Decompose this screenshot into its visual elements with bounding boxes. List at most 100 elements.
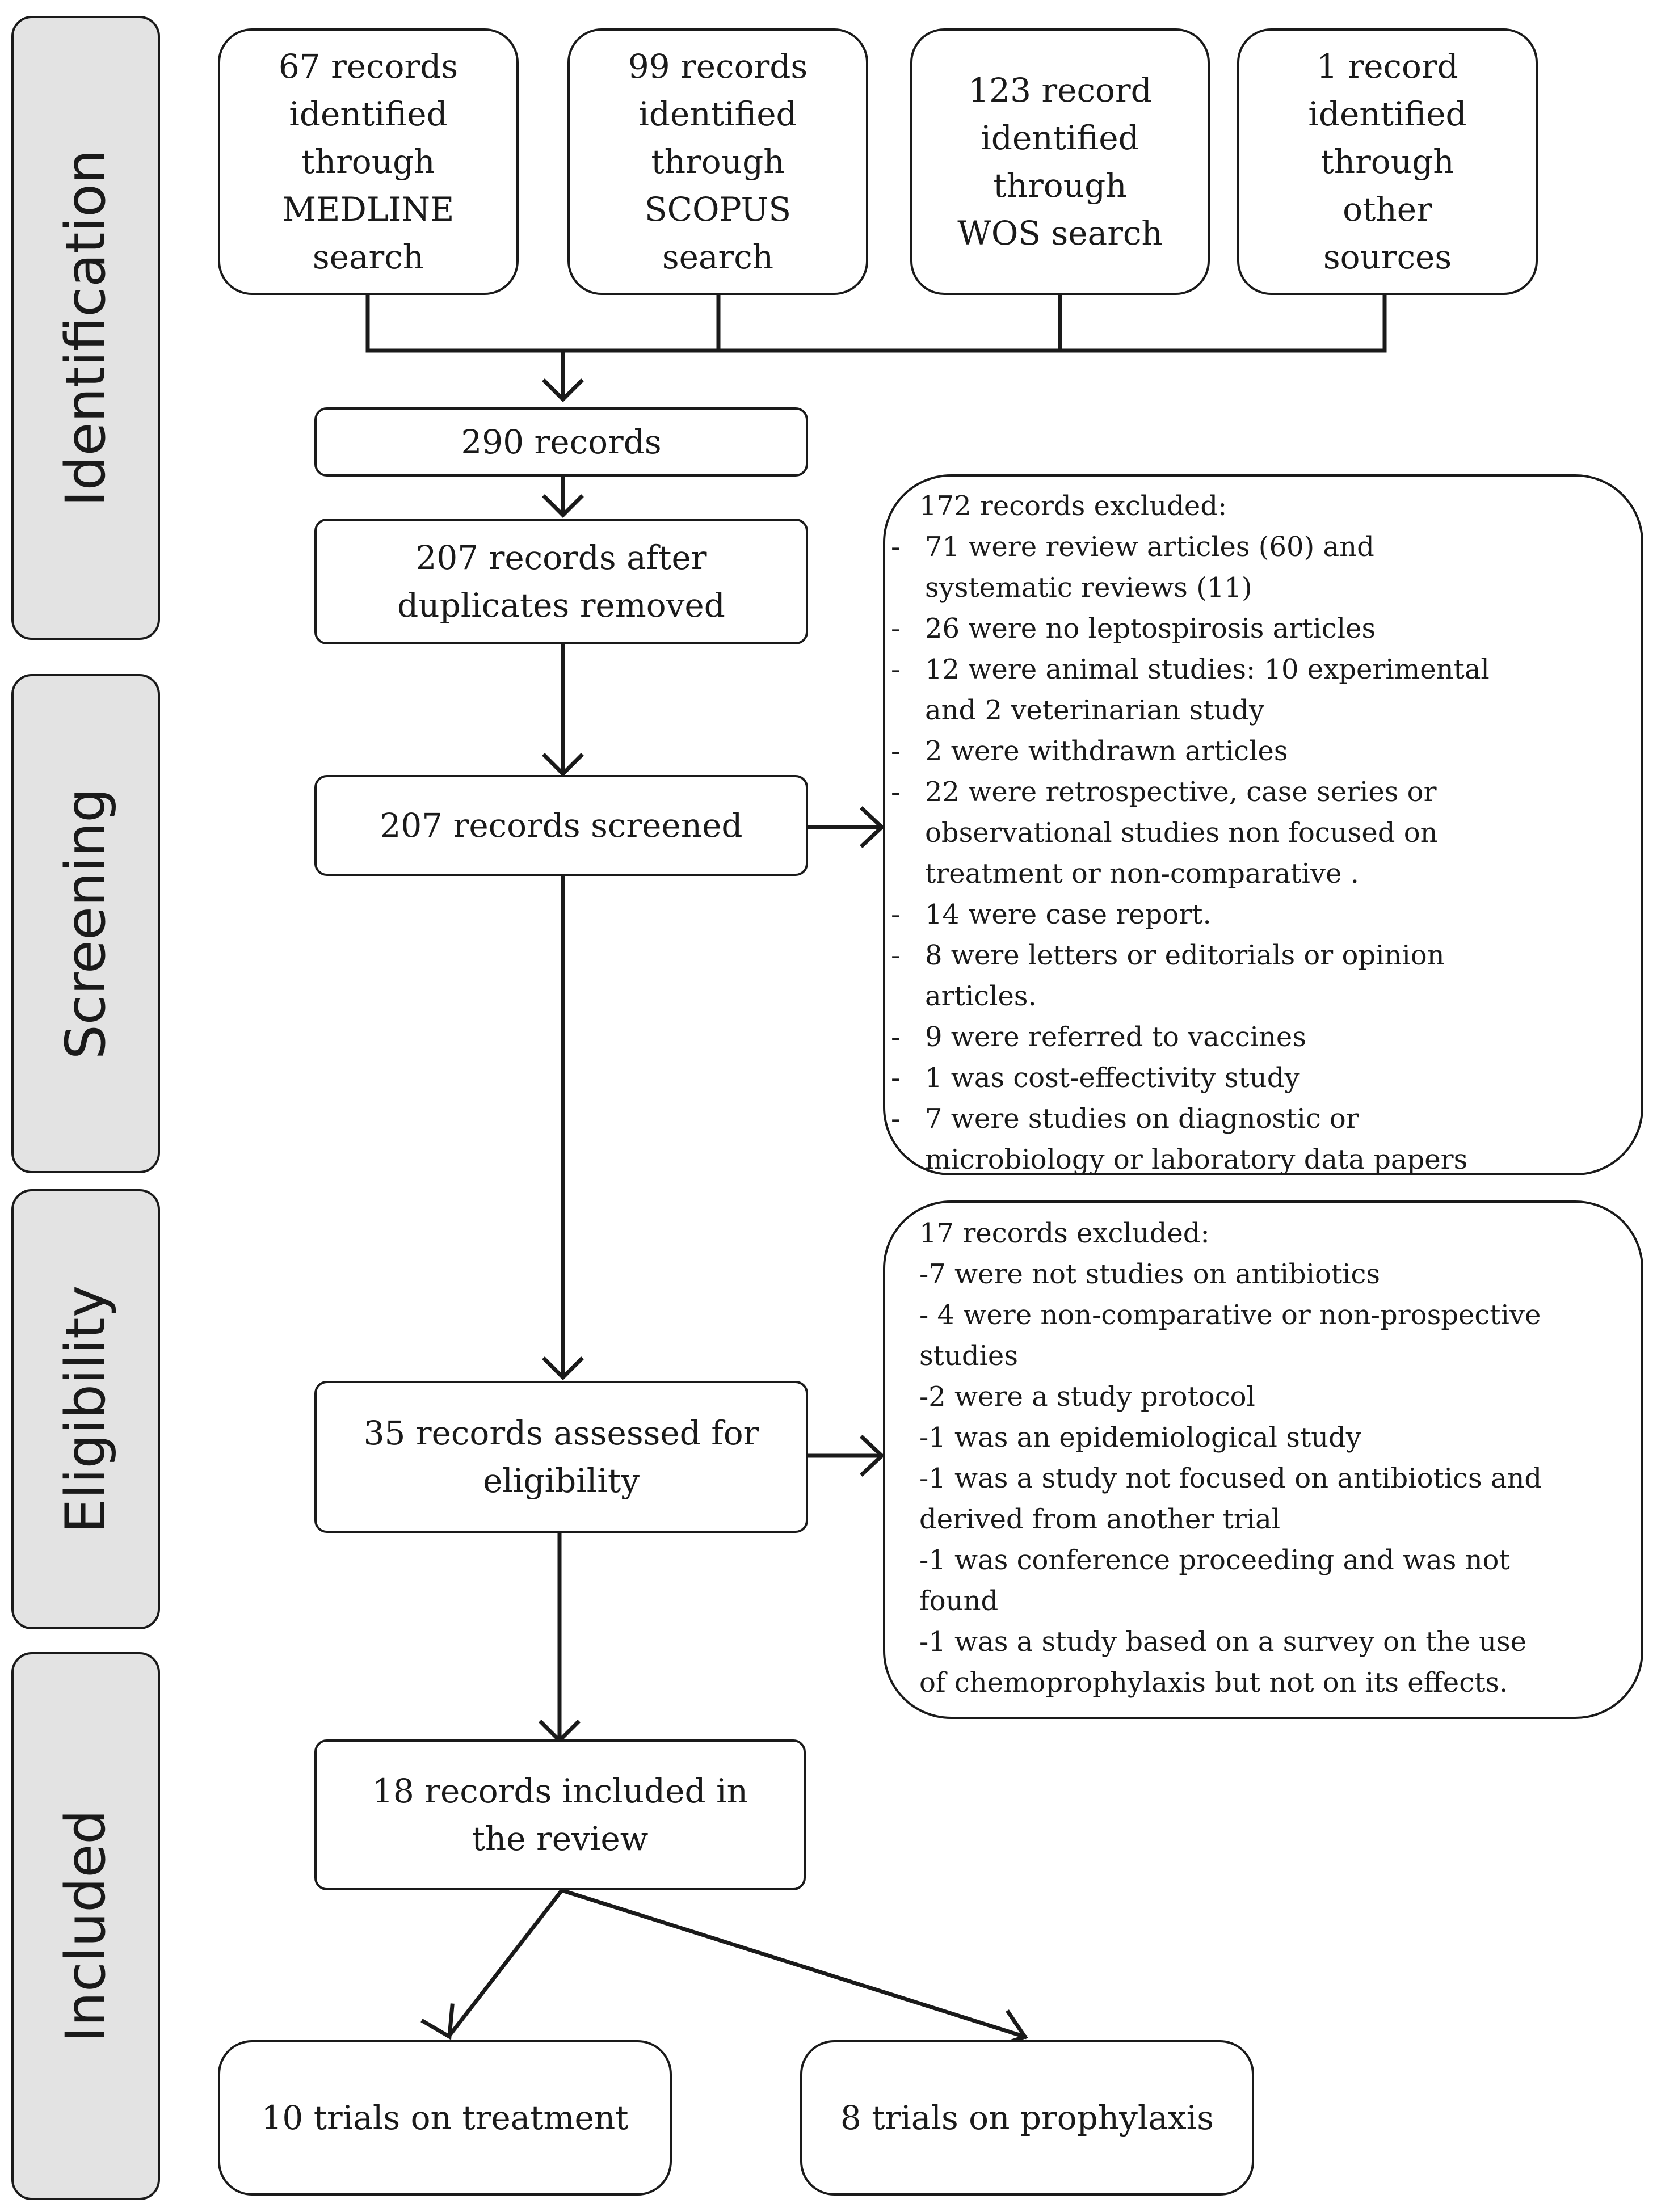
phase-label: Included: [54, 1809, 117, 2043]
exclusion-line: 12 were animal studies: 10 experimental: [925, 654, 1490, 685]
exclusion-line: - 4 were non-comparative or non-prospect…: [919, 1299, 1541, 1331]
deduplicated-records-box: 207 records after duplicates removed: [314, 519, 808, 644]
box-line: through: [301, 142, 435, 181]
phase-label: Identification: [54, 149, 117, 507]
box-line: MEDLINE: [282, 190, 455, 229]
exclusion-line: 7 were studies on diagnostic or: [925, 1103, 1359, 1135]
list-bullet: -: [891, 1103, 901, 1135]
exclusion-line: and 2 veterinarian study: [925, 694, 1265, 726]
box-line: identified: [638, 95, 797, 133]
arrow-included-to-prophylaxis: [559, 1887, 1028, 2049]
exclusion-line: -2 were a study protocol: [919, 1381, 1255, 1413]
exclusion-line: -7 were not studies on antibiotics: [919, 1258, 1381, 1290]
exclusion-item: - 22 were retrospective, case series or …: [891, 772, 1630, 894]
box-line: through: [1320, 142, 1454, 181]
box-line: duplicates removed: [397, 586, 725, 625]
exclusion-line: 22 were retrospective, case series or: [925, 776, 1437, 808]
box-line: 10 trials on treatment: [261, 2099, 629, 2137]
exclusions-title: 17 records excluded:: [919, 1217, 1210, 1249]
box-line: 35 records assessed for: [363, 1414, 759, 1452]
box-line: 207 records after: [415, 538, 707, 577]
box-line: the review: [472, 1819, 649, 1858]
arrow-included-to-treatment: [420, 1887, 565, 2040]
exclusion-line: 26 were no leptospirosis articles: [925, 613, 1376, 644]
box-line: SCOPUS: [644, 190, 792, 229]
exclusion-line: 8 were letters or editorials or opinion: [925, 939, 1445, 971]
exclusion-line: -1 was an epidemiological study: [919, 1422, 1361, 1453]
phase-label: Eligibility: [54, 1285, 117, 1533]
box-line: other: [1343, 190, 1432, 229]
exclusion-line: treatment or non-comparative .: [925, 858, 1359, 890]
exclusion-line: 1 was cost-effectivity study: [925, 1062, 1300, 1094]
list-bullet: -: [891, 899, 901, 930]
box-line: identified: [289, 95, 448, 133]
list-bullet: -: [891, 531, 901, 563]
box-line: 1 record: [1317, 47, 1458, 86]
list-bullet: -: [891, 613, 901, 644]
list-bullet: -: [891, 939, 901, 971]
phase-label: Screening: [54, 787, 117, 1060]
box-line: 18 records included in: [372, 1772, 748, 1810]
exclusion-line: of chemoprophylaxis but not on its effec…: [919, 1667, 1508, 1699]
arrow-dedup-to-screened: [542, 642, 584, 777]
assessed-records-box: 35 records assessed for eligibility: [314, 1381, 808, 1533]
eligibility-exclusions-box: 17 records excluded: -7 were not studies…: [883, 1200, 1643, 1719]
box-line: 8 trials on prophylaxis: [840, 2099, 1214, 2137]
source-box-wos: 123 record identified through WOS search: [910, 28, 1210, 295]
phase-identification: Identification: [11, 16, 160, 640]
box-line: WOS search: [957, 214, 1163, 252]
list-bullet: -: [891, 735, 901, 767]
box-line: 290 records: [461, 423, 662, 461]
treatment-trials-box: 10 trials on treatment: [218, 2040, 672, 2196]
prophylaxis-trials-box: 8 trials on prophylaxis: [800, 2040, 1254, 2196]
source-box-scopus: 99 records identified through SCOPUS sea…: [567, 28, 868, 295]
exclusion-line: -1 was a study not focused on antibiotic…: [919, 1463, 1542, 1494]
exclusion-item: - 26 were no leptospirosis articles: [891, 608, 1630, 649]
exclusion-item: - 1 was cost-effectivity study: [891, 1057, 1630, 1098]
box-line: through: [651, 142, 785, 181]
list-bullet: -: [891, 1062, 901, 1094]
box-line: sources: [1323, 238, 1452, 276]
source-box-medline: 67 records identified through MEDLINE se…: [218, 28, 519, 295]
box-line: identified: [1308, 95, 1467, 133]
screened-records-box: 207 records screened: [314, 775, 808, 876]
box-line: 207 records screened: [380, 806, 743, 845]
exclusion-line: articles.: [925, 980, 1037, 1012]
arrow-assessed-to-exclusions: [806, 1435, 885, 1477]
arrow-total-to-dedup: [542, 474, 584, 518]
box-line: eligibility: [483, 1461, 640, 1500]
exclusion-line: microbiology or laboratory data papers: [925, 1144, 1468, 1175]
exclusion-item: - 14 were case report.: [891, 894, 1630, 935]
box-line: search: [662, 238, 774, 276]
screening-exclusions-box: 172 records excluded: - 71 were review a…: [883, 474, 1643, 1175]
exclusion-line: -1 was a study based on a survey on the …: [919, 1626, 1527, 1658]
exclusion-line: observational studies non focused on: [925, 817, 1438, 849]
box-line: 99 records: [628, 47, 808, 86]
exclusions-list: - 71 were review articles (60) and syste…: [891, 526, 1630, 1180]
total-records-box: 290 records: [314, 407, 808, 477]
box-line: 67 records: [278, 47, 459, 86]
included-records-box: 18 records included in the review: [314, 1739, 806, 1890]
box-line: search: [312, 238, 424, 276]
phase-eligibility: Eligibility: [11, 1189, 160, 1629]
exclusion-line: found: [919, 1585, 999, 1617]
exclusion-line: systematic reviews (11): [925, 572, 1252, 604]
exclusion-line: 14 were case report.: [925, 899, 1212, 930]
arrow-screened-to-assessed: [542, 874, 584, 1380]
exclusion-line: studies: [919, 1340, 1018, 1372]
arrow-assessed-to-included: [539, 1531, 581, 1743]
arrow-screened-to-exclusions: [806, 806, 885, 848]
exclusion-line: 2 were withdrawn articles: [925, 735, 1288, 767]
exclusion-line: 9 were referred to vaccines: [925, 1021, 1306, 1053]
exclusion-item: - 8 were letters or editorials or opinio…: [891, 935, 1630, 1017]
box-line: through: [993, 166, 1127, 205]
exclusion-item: - 12 were animal studies: 10 experimenta…: [891, 649, 1630, 731]
list-bullet: -: [891, 776, 901, 808]
phase-included: Included: [11, 1652, 160, 2200]
exclusion-line: -1 was conference proceeding and was not: [919, 1544, 1510, 1576]
box-line: identified: [981, 119, 1139, 157]
sources-merge-line: [365, 293, 1387, 353]
exclusion-item: - 2 were withdrawn articles: [891, 731, 1630, 772]
phase-screening: Screening: [11, 674, 160, 1173]
